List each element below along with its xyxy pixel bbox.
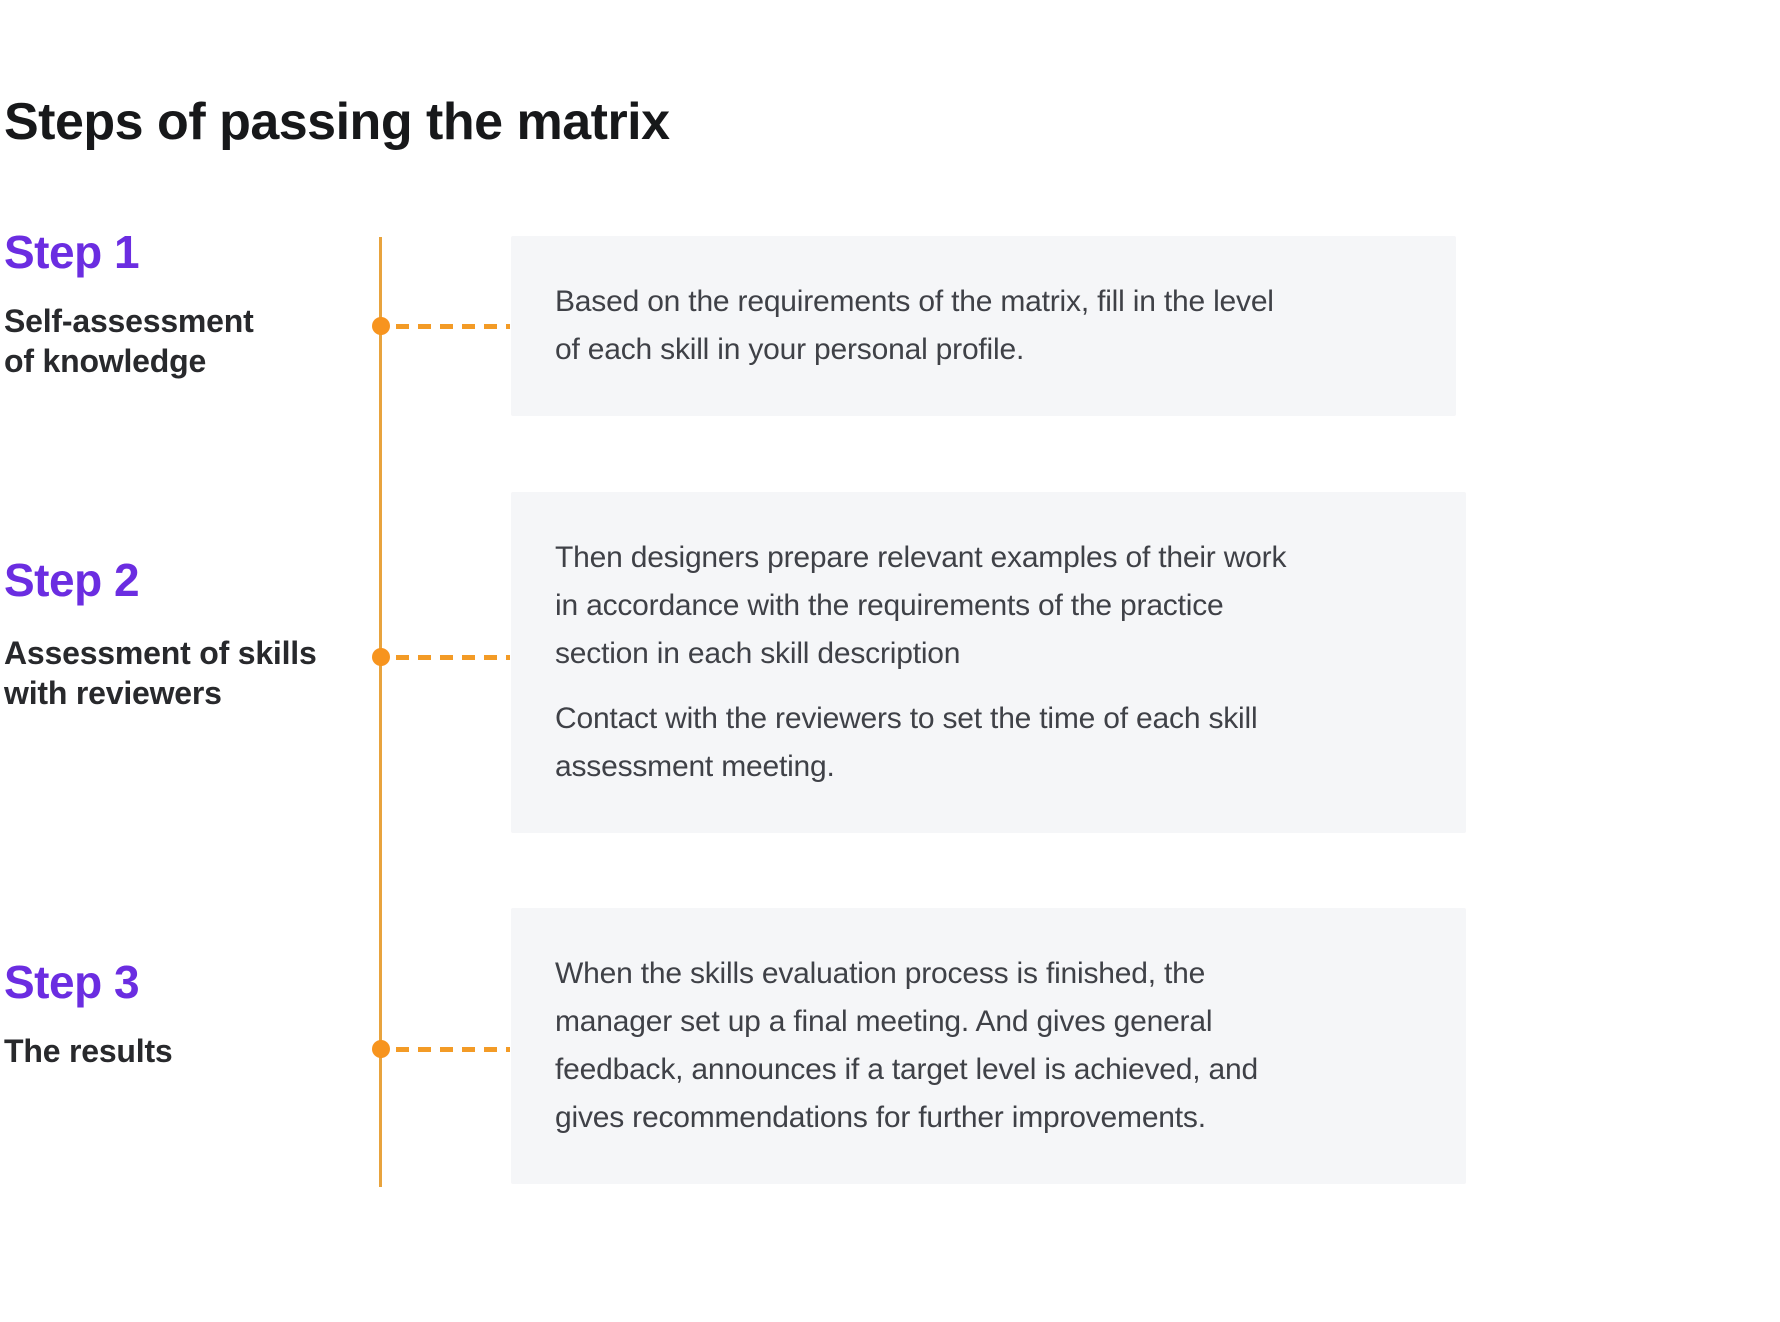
step-3-dot-icon <box>372 1040 390 1058</box>
step-2-description-paragraph-1: Then designers prepare relevant examples… <box>555 541 1287 670</box>
step-2-label: Step 2 <box>4 554 140 606</box>
step-2-subtitle: Assessment of skills with reviewers <box>4 633 317 713</box>
step-1-subtitle-line-1: Self-assessment <box>4 303 254 339</box>
step-2-subtitle-line-2: with reviewers <box>4 675 222 711</box>
step-1-dot-icon <box>372 317 390 335</box>
step-3-dashed-connector-icon <box>396 1047 510 1052</box>
step-1-description-box: Based on the requirements of the matrix,… <box>511 236 1456 416</box>
step-1-subtitle: Self-assessment of knowledge <box>4 301 254 381</box>
step-2-dot-icon <box>372 648 390 666</box>
step-2-subtitle-line-1: Assessment of skills <box>4 635 317 671</box>
step-2-dashed-connector-icon <box>396 655 510 660</box>
step-1-subtitle-line-2: of knowledge <box>4 343 207 379</box>
step-1-dashed-connector-icon <box>396 324 510 329</box>
step-2-description-paragraph-2: Contact with the reviewers to set the ti… <box>555 702 1258 783</box>
timeline-line <box>379 237 382 1187</box>
step-1-label: Step 1 <box>4 226 140 278</box>
step-2-description-box: Then designers prepare relevant examples… <box>511 492 1466 833</box>
step-3-description-box: When the skills evaluation process is fi… <box>511 908 1466 1184</box>
step-3-label: Step 3 <box>4 956 140 1008</box>
step-3-subtitle: The results <box>4 1031 173 1071</box>
step-3-description: When the skills evaluation process is fi… <box>555 957 1259 1134</box>
step-3-subtitle-line-1: The results <box>4 1033 173 1069</box>
page-title: Steps of passing the matrix <box>4 93 670 151</box>
step-1-description: Based on the requirements of the matrix,… <box>555 285 1274 366</box>
